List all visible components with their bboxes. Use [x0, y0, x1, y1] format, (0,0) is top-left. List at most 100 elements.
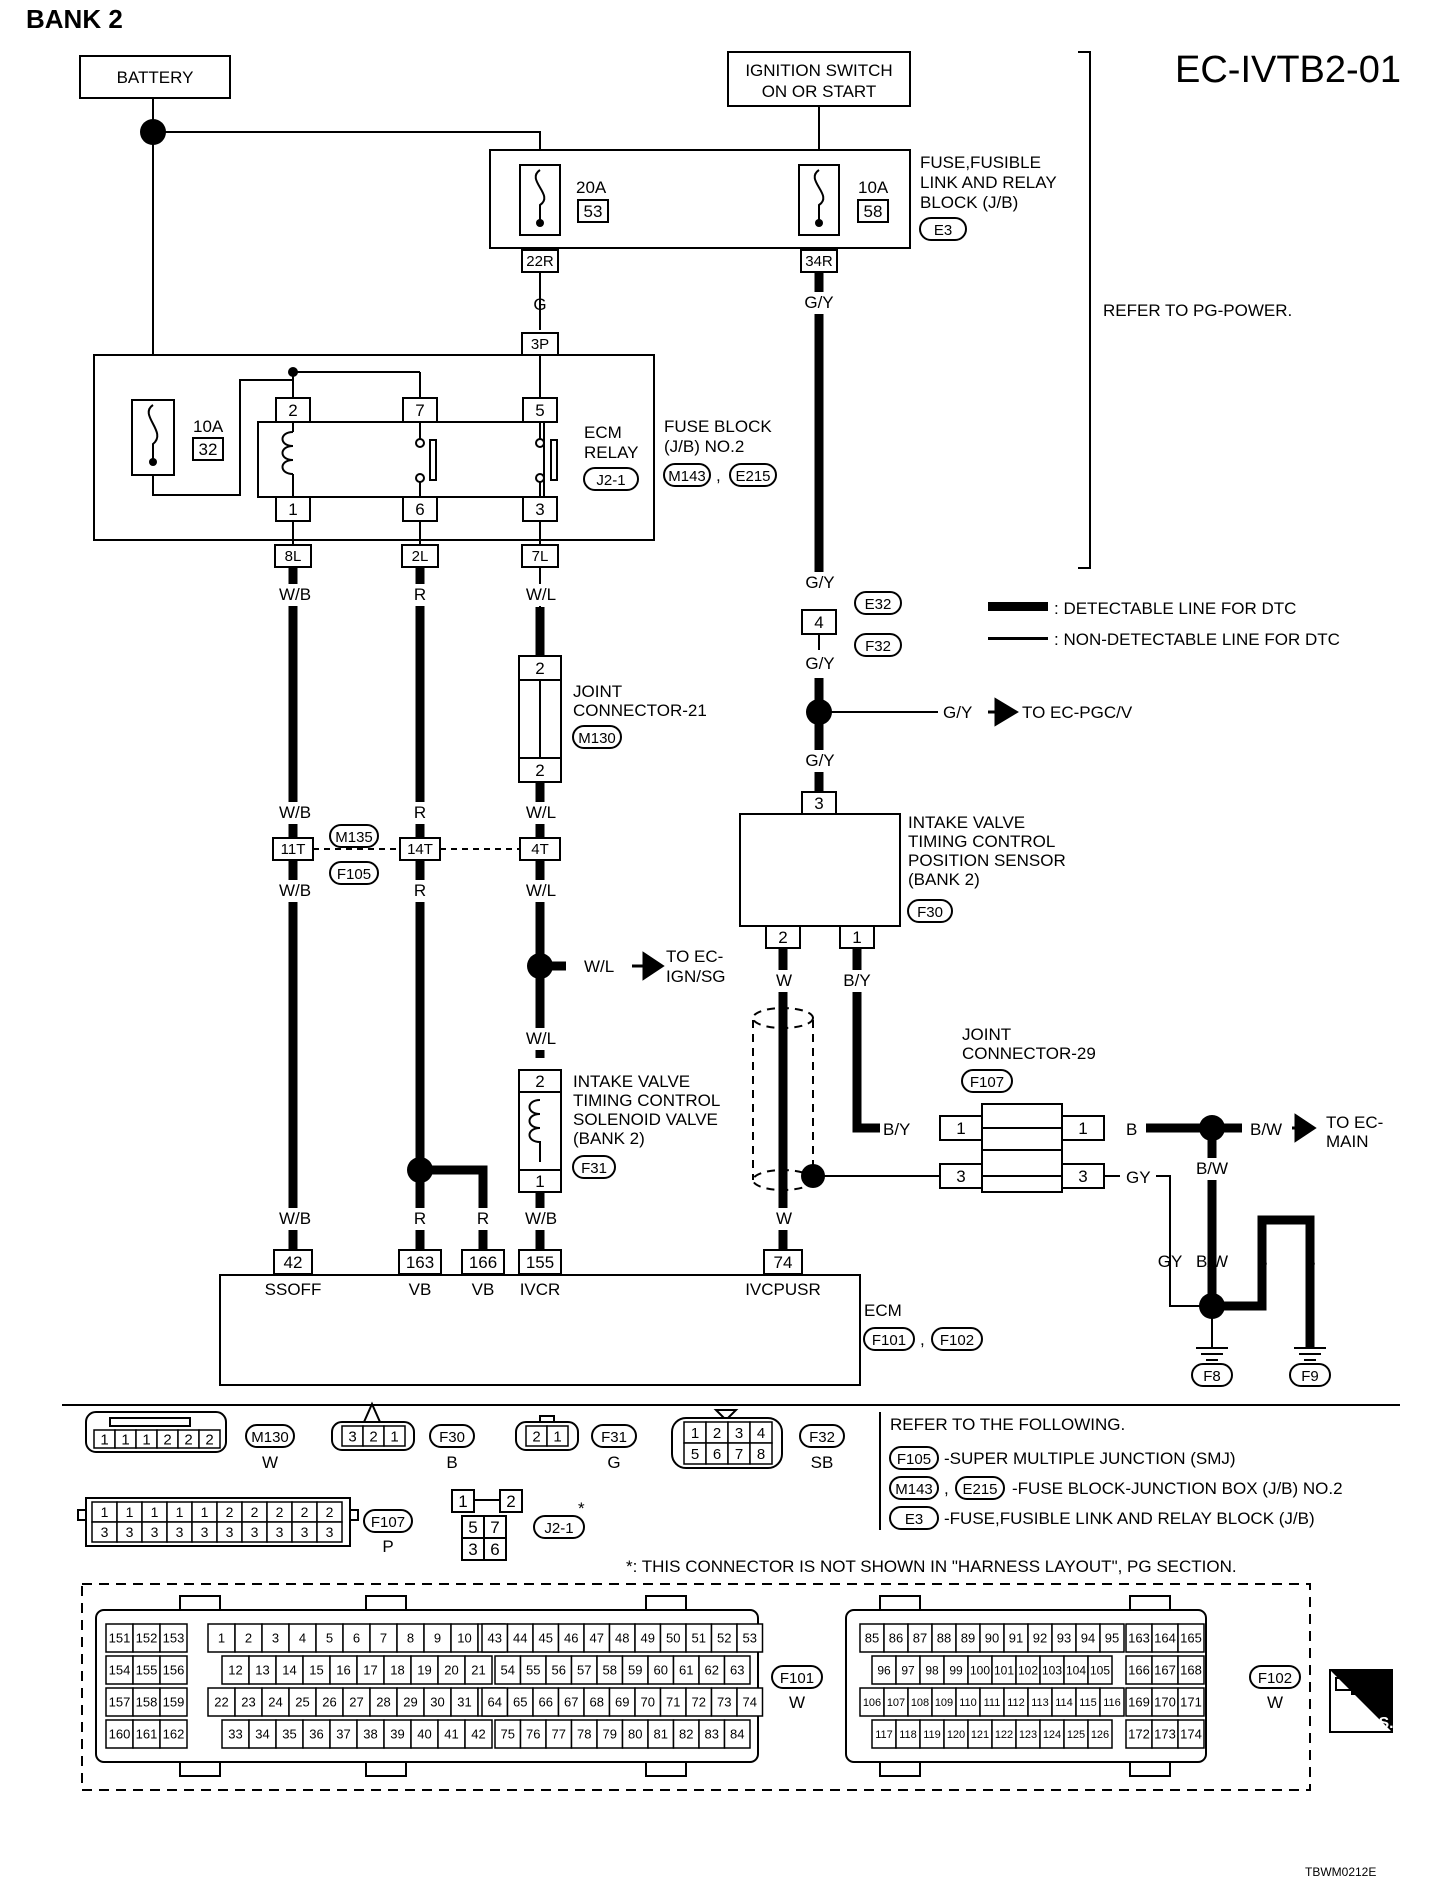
- ecm-c2-oval: [931, 1327, 983, 1351]
- f102-pin-label: 119: [923, 1729, 941, 1741]
- f102-pin-cell: [967, 1719, 993, 1749]
- f102-pin-cell: [1027, 1687, 1053, 1717]
- ground-f9-symbol: [1294, 1347, 1326, 1361]
- sensor-pin-1-label: 1: [852, 928, 861, 947]
- f101-pin-label: 59: [628, 1663, 642, 1678]
- f107-pin-top-label: 1: [126, 1504, 134, 1520]
- f101-pin-label: 161: [136, 1727, 158, 1742]
- f101-pin-label: 42: [471, 1727, 485, 1742]
- f101-pin-label: 2: [245, 1631, 252, 1646]
- relay-contact-leads: [419, 422, 541, 497]
- f101-pin-label: 153: [163, 1631, 185, 1646]
- f101-pin-label: 15: [309, 1663, 323, 1678]
- wire-gy-label-4: G/Y: [805, 751, 834, 770]
- f101-pin-label: 81: [654, 1727, 668, 1742]
- f102-pin-cell: [1177, 1687, 1205, 1717]
- f31-pin-label: 2: [532, 1428, 540, 1445]
- wire-wl-label-bg-2: [519, 802, 561, 824]
- f102-pin-cell: [907, 1687, 933, 1717]
- solenoid-label-2: TIMING CONTROL: [573, 1091, 720, 1110]
- fuse-58-no-box: [857, 199, 889, 223]
- ref2-comma: ,: [944, 1479, 949, 1498]
- legend-detectable: : DETECTABLE LINE FOR DTC: [1054, 599, 1296, 618]
- term-22r-label: 22R: [526, 253, 554, 270]
- f101-pin-label: 84: [730, 1727, 744, 1742]
- f101-pin-label: 49: [641, 1631, 655, 1646]
- jc21-label-1: JOINT: [573, 682, 622, 701]
- ecm-pin-166: [461, 1249, 505, 1275]
- jc29-conn-oval: [961, 1069, 1013, 1093]
- fuse-32-element: [147, 404, 159, 460]
- f101-pin-label: 24: [268, 1695, 282, 1710]
- wire-w-label-bg-1: [770, 970, 798, 992]
- wire-ivcr-label: W/B: [525, 1209, 557, 1228]
- f107-pin-bottom-label: 3: [101, 1524, 109, 1540]
- wire-gy-label-2: G/Y: [805, 573, 834, 592]
- f101-pin-label: 67: [564, 1695, 578, 1710]
- f101-pin-cell: [481, 1687, 509, 1717]
- f101-pin-label: 28: [376, 1695, 390, 1710]
- relay-pin-6-label: 6: [415, 500, 424, 519]
- f101-pin-label: 158: [136, 1695, 158, 1710]
- f101-pin-label: 155: [136, 1663, 158, 1678]
- f107-pin-bottom-label: 3: [151, 1524, 159, 1540]
- jc29-pin1-l: [939, 1115, 983, 1141]
- jc21-conn: M130: [578, 730, 616, 747]
- f102-pin-label: 164: [1154, 1631, 1176, 1646]
- f102-pin-cell: [1087, 1719, 1113, 1749]
- f101-pin-label: 12: [228, 1663, 242, 1678]
- term-8l-label: 8L: [285, 548, 302, 565]
- wire-w-label-2: W: [776, 1209, 792, 1228]
- f101-pin-cell: [557, 1623, 585, 1653]
- f101-pin-cell: [506, 1623, 534, 1653]
- f32-pin-label: 2: [713, 1425, 721, 1442]
- sensor-pin-3-label: 3: [814, 794, 823, 813]
- f101-pin-label: 35: [282, 1727, 296, 1742]
- f101-pin-label: 47: [590, 1631, 604, 1646]
- f101-pin-label: 29: [403, 1695, 417, 1710]
- f107-pin-top-label: 2: [276, 1504, 284, 1520]
- jb-conn-oval: [919, 217, 967, 241]
- f101-pin-label: 63: [730, 1663, 744, 1678]
- solenoid-label-3: SOLENOID VALVE: [573, 1110, 718, 1129]
- wire-gy-label-bg: [800, 292, 838, 314]
- jc29-label-2: CONNECTOR-29: [962, 1044, 1096, 1063]
- m130-pin-label: 2: [184, 1431, 192, 1448]
- jb-conn: E3: [934, 222, 952, 239]
- relay-pin-3: [522, 496, 558, 522]
- ref2-conn1: M143: [895, 1481, 933, 1498]
- f101-pin-cell: [532, 1687, 560, 1717]
- f102-pin-cell: [1099, 1623, 1125, 1653]
- fuse-block-label-1: FUSE BLOCK: [664, 417, 772, 436]
- f102-pin-label: 98: [925, 1663, 939, 1677]
- f107-pin-bottom-label: 3: [201, 1524, 209, 1540]
- f102-pin-label: 106: [863, 1697, 881, 1709]
- f102-pin-label: 105: [1090, 1663, 1110, 1677]
- f101-pin-cell: [159, 1719, 188, 1749]
- to-pgcv-arrow: [988, 697, 1019, 727]
- f101-pin-label: 75: [501, 1727, 515, 1742]
- f30-key: [363, 1401, 381, 1423]
- wire-b-label-1: B: [1126, 1120, 1137, 1139]
- wire-bw-label-2: B/W: [1196, 1159, 1228, 1178]
- f101-pin-cell: [383, 1719, 412, 1749]
- f102-pin-cell: [1151, 1687, 1179, 1717]
- f30-pin-label: 3: [348, 1428, 356, 1445]
- jc29-body: [981, 1103, 1063, 1193]
- fuse-53-amp: 20A: [576, 178, 607, 197]
- f101-pin-cell: [672, 1719, 700, 1749]
- f107-pin-bottom-label: 3: [301, 1524, 309, 1540]
- wire-bw-label-1: B/W: [1250, 1120, 1282, 1139]
- solenoid-pin-bot-label: 1: [535, 1172, 544, 1191]
- fuse-53-no-box: [577, 199, 609, 223]
- e32-oval: [854, 591, 902, 615]
- jb-label-1: FUSE,FUSIBLE: [920, 153, 1041, 172]
- f102-latch-2: [1129, 1595, 1171, 1611]
- f101-pin-label: 27: [349, 1695, 363, 1710]
- pg-power-bracket: [1078, 51, 1091, 569]
- f101-pin-cell: [494, 1719, 522, 1749]
- f102-pin-label: 115: [1079, 1697, 1097, 1709]
- f101-pin-cell: [506, 1687, 534, 1717]
